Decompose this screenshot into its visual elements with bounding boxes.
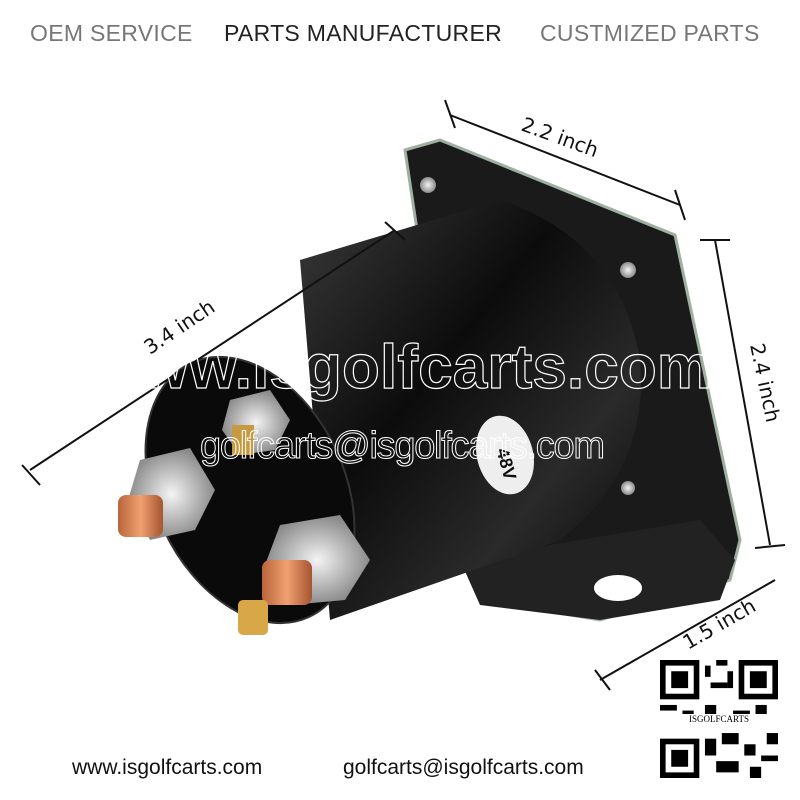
watermark-site: www.isgolfcarts.com [91,333,712,402]
parts-manufacturer-label: PARTS MANUFACTURER [224,20,503,46]
footer-website[interactable]: www.isgolfcarts.com [72,756,263,779]
qr-label: ISGOLFCARTS [660,714,778,724]
customized-parts-label: CUSTMIZED PARTS [540,20,760,46]
width-dimension: 2.2 inch [518,112,601,162]
footer-email[interactable]: golfcarts@isgolfcarts.com [343,756,584,779]
terminals [118,390,370,635]
dimension-lines [21,99,786,691]
qr-code-icon [660,660,778,778]
height-dimension: 2.4 inch [745,341,785,424]
watermark-email: golfcarts@isgolfcarts.com [200,425,605,467]
oem-service-label: OEM SERVICE [30,20,193,46]
